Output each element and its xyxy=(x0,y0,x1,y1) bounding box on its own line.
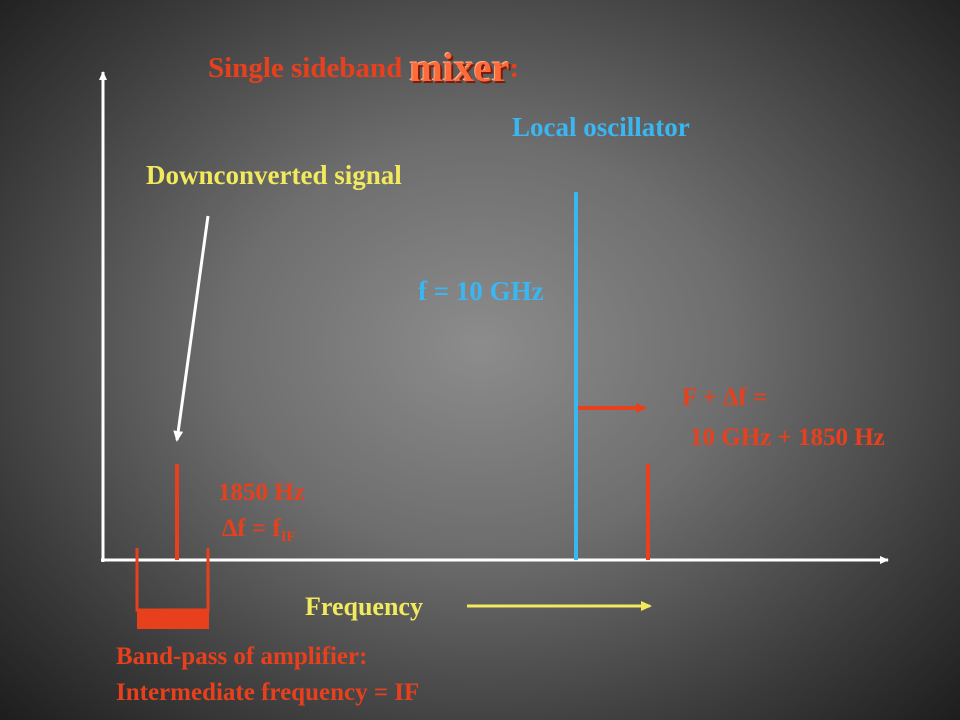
bandpass-caption-line1: Band-pass of amplifier: xyxy=(116,643,368,670)
bandpass-caption-line2: Intermediate frequency = IF xyxy=(116,679,420,706)
title-emphasis: mixer xyxy=(409,45,510,90)
local-oscillator-label: Local oscillator xyxy=(512,112,690,142)
bandpass-fill xyxy=(137,609,209,629)
downconverted-arrow xyxy=(173,215,210,442)
bandpass-window xyxy=(135,548,210,612)
title-suffix: : xyxy=(509,52,520,84)
if-equation-main: ∆f = f xyxy=(222,515,281,542)
title-prefix: Single sideband xyxy=(208,52,410,84)
sum-frequency-label-line1: F + ∆f = xyxy=(682,384,768,411)
downconverted-signal-label: Downconverted signal xyxy=(146,160,402,190)
lo-frequency-label: f = 10 GHz xyxy=(418,276,544,306)
slide-title: Single sideband mixer: xyxy=(208,44,520,88)
sum-frequency-label-line2: 10 GHz + 1850 Hz xyxy=(690,424,885,451)
if-equation-label: ∆f = fIF xyxy=(222,516,296,545)
if-frequency-label: 1850 Hz xyxy=(218,479,305,506)
if-equation-subscript: IF xyxy=(280,529,296,545)
frequency-axis-label: Frequency xyxy=(305,592,423,621)
